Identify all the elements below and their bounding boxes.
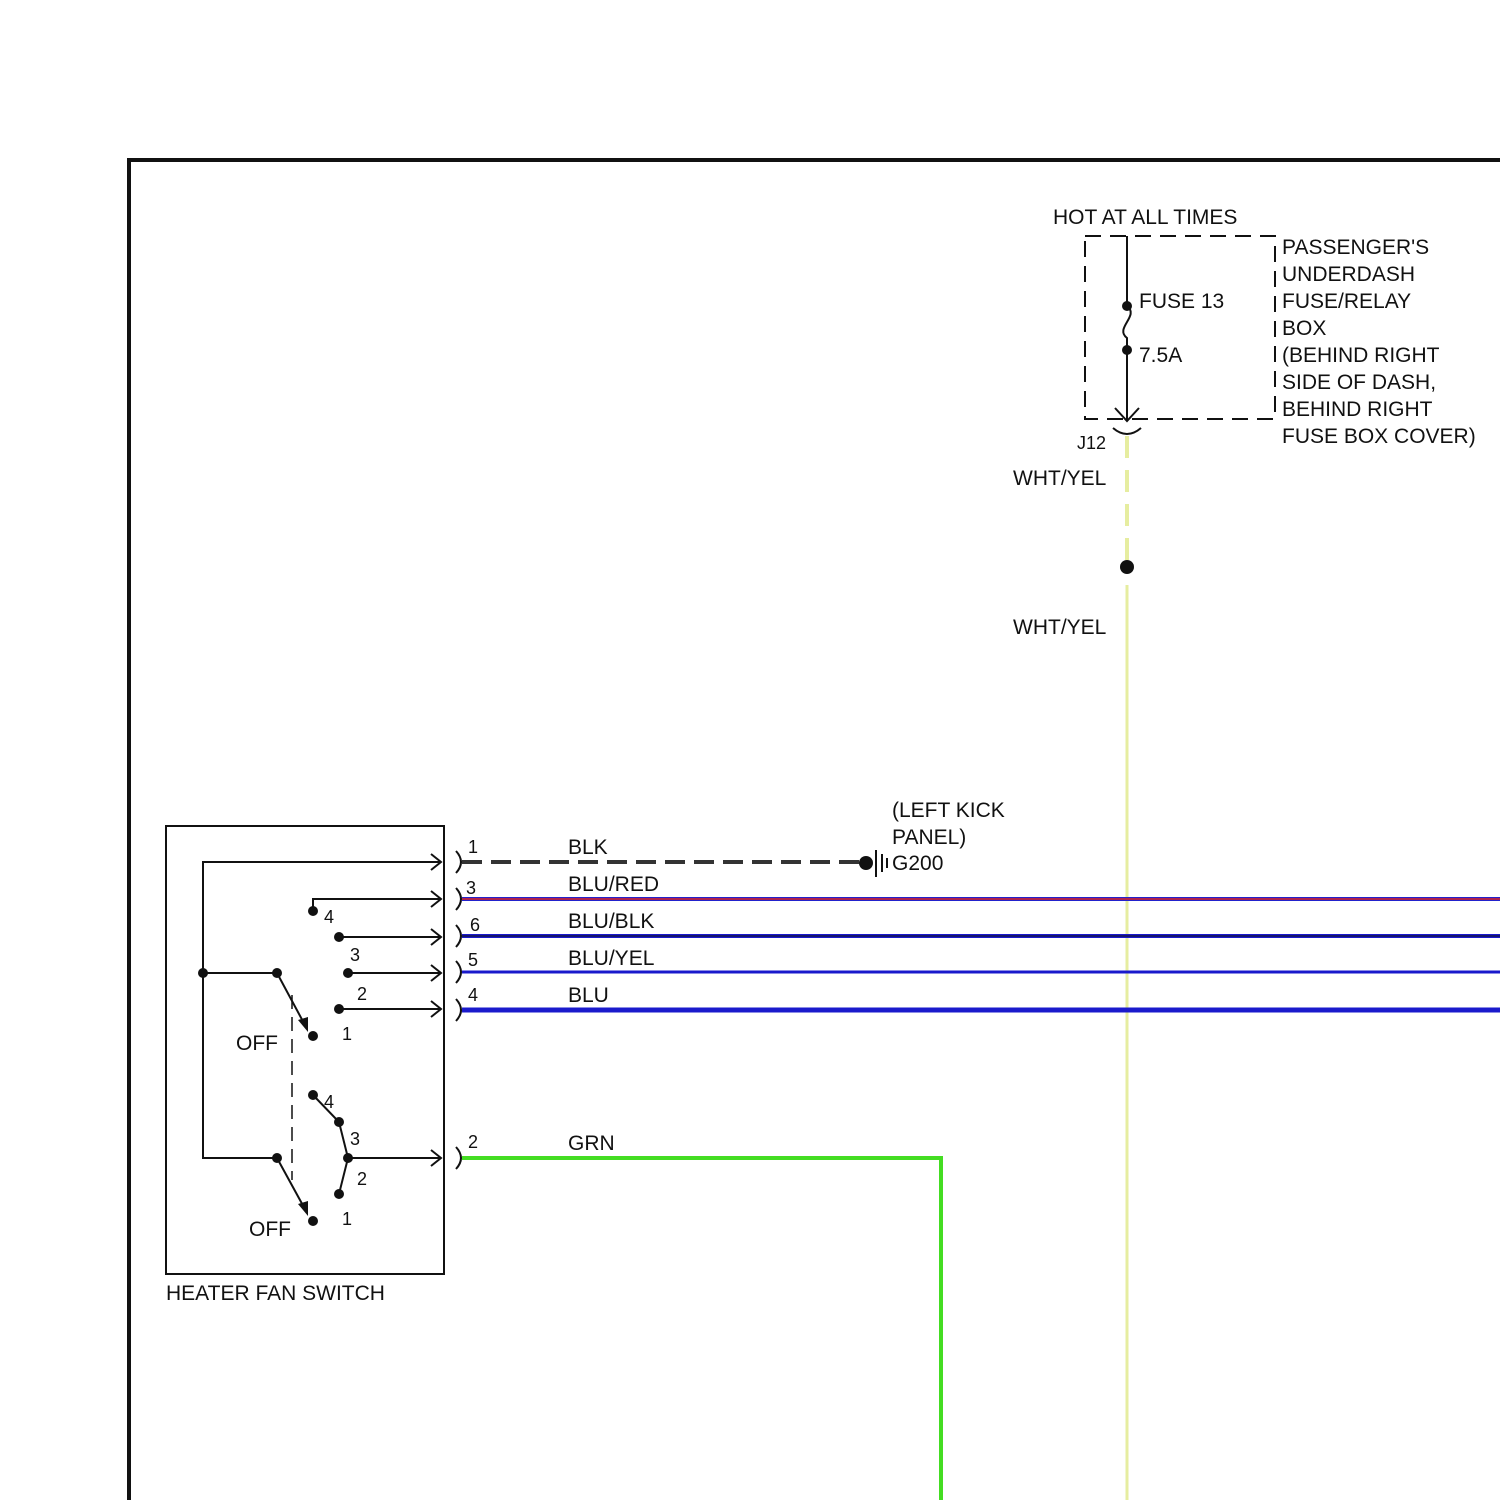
wire-grn (462, 1158, 941, 1500)
pin-number-6: 6 (470, 915, 480, 935)
switch-lower-position-4: 4 (324, 1092, 334, 1112)
wire-color-grn: GRN (568, 1132, 615, 1155)
pin-number-4: 4 (468, 985, 478, 1005)
switch-upper-contact-3 (334, 932, 344, 942)
connector-j12-label: J12 (1077, 433, 1106, 453)
ground-terminal (859, 856, 873, 870)
ground-location-line-2: PANEL) (892, 826, 966, 849)
switch-lower-position-1: 1 (342, 1209, 352, 1229)
connector-pin-3-socket (456, 888, 461, 910)
wire-color-blu-yel: BLU/YEL (568, 947, 654, 970)
pin-number-2: 2 (468, 1132, 478, 1152)
heater-fan-switch-label: HEATER FAN SWITCH (166, 1282, 385, 1305)
pin-number-3: 3 (466, 878, 476, 898)
switch-upper-contact-4 (308, 906, 318, 916)
fuse-box-line-7: BEHIND RIGHT (1282, 398, 1433, 421)
switch-upper-contact-1 (334, 1004, 344, 1014)
pin-number-5: 5 (468, 950, 478, 970)
fuse-box-line-5: (BEHIND RIGHT (1282, 344, 1440, 367)
switch-upper-position-3: 3 (350, 945, 360, 965)
fuse-box-line-1: PASSENGER'S (1282, 236, 1429, 259)
ground-location-line-1: (LEFT KICK (892, 799, 1005, 822)
switch-lower-contact-off (308, 1216, 318, 1226)
fuse-rating: 7.5A (1139, 344, 1182, 367)
connector-j12-socket (1113, 428, 1141, 434)
fuse-box-line-3: FUSE/RELAY (1282, 290, 1411, 313)
switch-upper-position-4: 4 (324, 907, 334, 927)
fuse-element (1123, 306, 1131, 349)
fuse-box-line-6: SIDE OF DASH, (1282, 371, 1436, 394)
switch-lower-contact-4 (308, 1090, 318, 1100)
connector-pin-1-socket (456, 851, 461, 873)
switch-upper-contact-2 (343, 968, 353, 978)
pin-number-1: 1 (468, 837, 478, 857)
wire-color-blu-red: BLU/RED (568, 873, 659, 896)
fuse-box-line-4: BOX (1282, 317, 1326, 340)
switch-lower-blade-tip (298, 1201, 308, 1216)
fuse-box-line-2: UNDERDASH (1282, 263, 1415, 286)
switch-lower-position-3: 3 (350, 1129, 360, 1149)
feed-wire-color-upper: WHT/YEL (1013, 467, 1106, 490)
switch-lower-contact-3 (334, 1117, 344, 1127)
switch-upper-off: OFF (236, 1032, 278, 1055)
switch-upper-position-1: 1 (342, 1024, 352, 1044)
connector-pin-4-socket (456, 999, 461, 1021)
switch-upper-blade-tip (298, 1017, 308, 1032)
connector-pin-5-socket (456, 961, 461, 983)
fuse-relay-box-outline (1085, 236, 1275, 419)
switch-bus-junction (198, 968, 208, 978)
hot-at-all-times-label: HOT AT ALL TIMES (1053, 206, 1237, 229)
feed-wire-color-lower: WHT/YEL (1013, 616, 1106, 639)
switch-lower-position-2: 2 (357, 1169, 367, 1189)
switch-lower-contact-1 (334, 1189, 344, 1199)
switch-upper-contact-off (308, 1031, 318, 1041)
wire-color-blu: BLU (568, 984, 609, 1007)
switch-lower-off: OFF (249, 1218, 291, 1241)
connector-pin-6-socket (456, 925, 461, 947)
wire-color-blk: BLK (568, 836, 608, 859)
wire-color-blu-blk: BLU/BLK (568, 910, 654, 933)
switch-upper-position-2: 2 (357, 984, 367, 1004)
fuse-label: FUSE 13 (1139, 290, 1224, 313)
connector-pin-2-socket (456, 1147, 461, 1169)
ground-id: G200 (892, 852, 943, 875)
splice-point (1120, 560, 1134, 574)
fuse-box-line-8: FUSE BOX COVER) (1282, 425, 1476, 448)
